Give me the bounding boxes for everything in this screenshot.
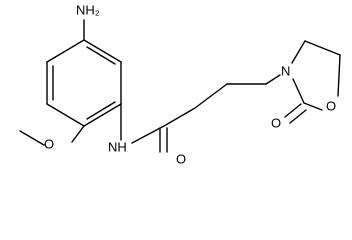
molecule-drawing: NH₂ O NH O N O O <box>19 2 341 166</box>
bond-ring-carbonyl-2 <box>289 109 307 124</box>
bond-ch2-o <box>337 54 341 97</box>
bond-methoxy-o-ch3 <box>19 130 45 146</box>
amide-oxygen-label: O <box>176 151 186 166</box>
bond-ring-double-2 <box>86 101 116 120</box>
bond-ring-c6-c1 <box>46 39 85 63</box>
ring-nitrogen-label: N <box>281 63 290 78</box>
bond-nh-carbonyl <box>131 125 165 144</box>
carbonyl-oxygen-label: O <box>271 115 281 130</box>
bond-ch2-ch2 <box>304 40 341 56</box>
benzene-ring <box>46 39 122 127</box>
bond-n-ch2 <box>291 40 306 64</box>
amide-nh-label: NH <box>108 139 127 154</box>
bond-ring-c1-c2 <box>83 39 122 63</box>
bond-ring-c3-c4 <box>83 103 122 127</box>
bond-c-n <box>292 78 305 104</box>
bond-chain-to-n <box>265 74 281 85</box>
bond-ring-double-1 <box>86 46 116 65</box>
methoxy-oxygen-label: O <box>44 136 54 151</box>
structure-canvas: NH₂ O NH O N O O <box>19 2 341 166</box>
bond-chain-1 <box>163 107 196 127</box>
oxazolidinone-ring <box>284 40 341 124</box>
ring-oxygen-label: O <box>326 98 336 113</box>
bond-chain-2 <box>194 83 228 109</box>
bond-ring-c4-c5 <box>46 103 85 127</box>
bond-ring-carbonyl-1 <box>284 103 302 118</box>
amine-label: NH₂ <box>76 2 100 17</box>
bond-ring-methoxy-o <box>71 125 85 143</box>
bond-o-c <box>303 102 323 111</box>
